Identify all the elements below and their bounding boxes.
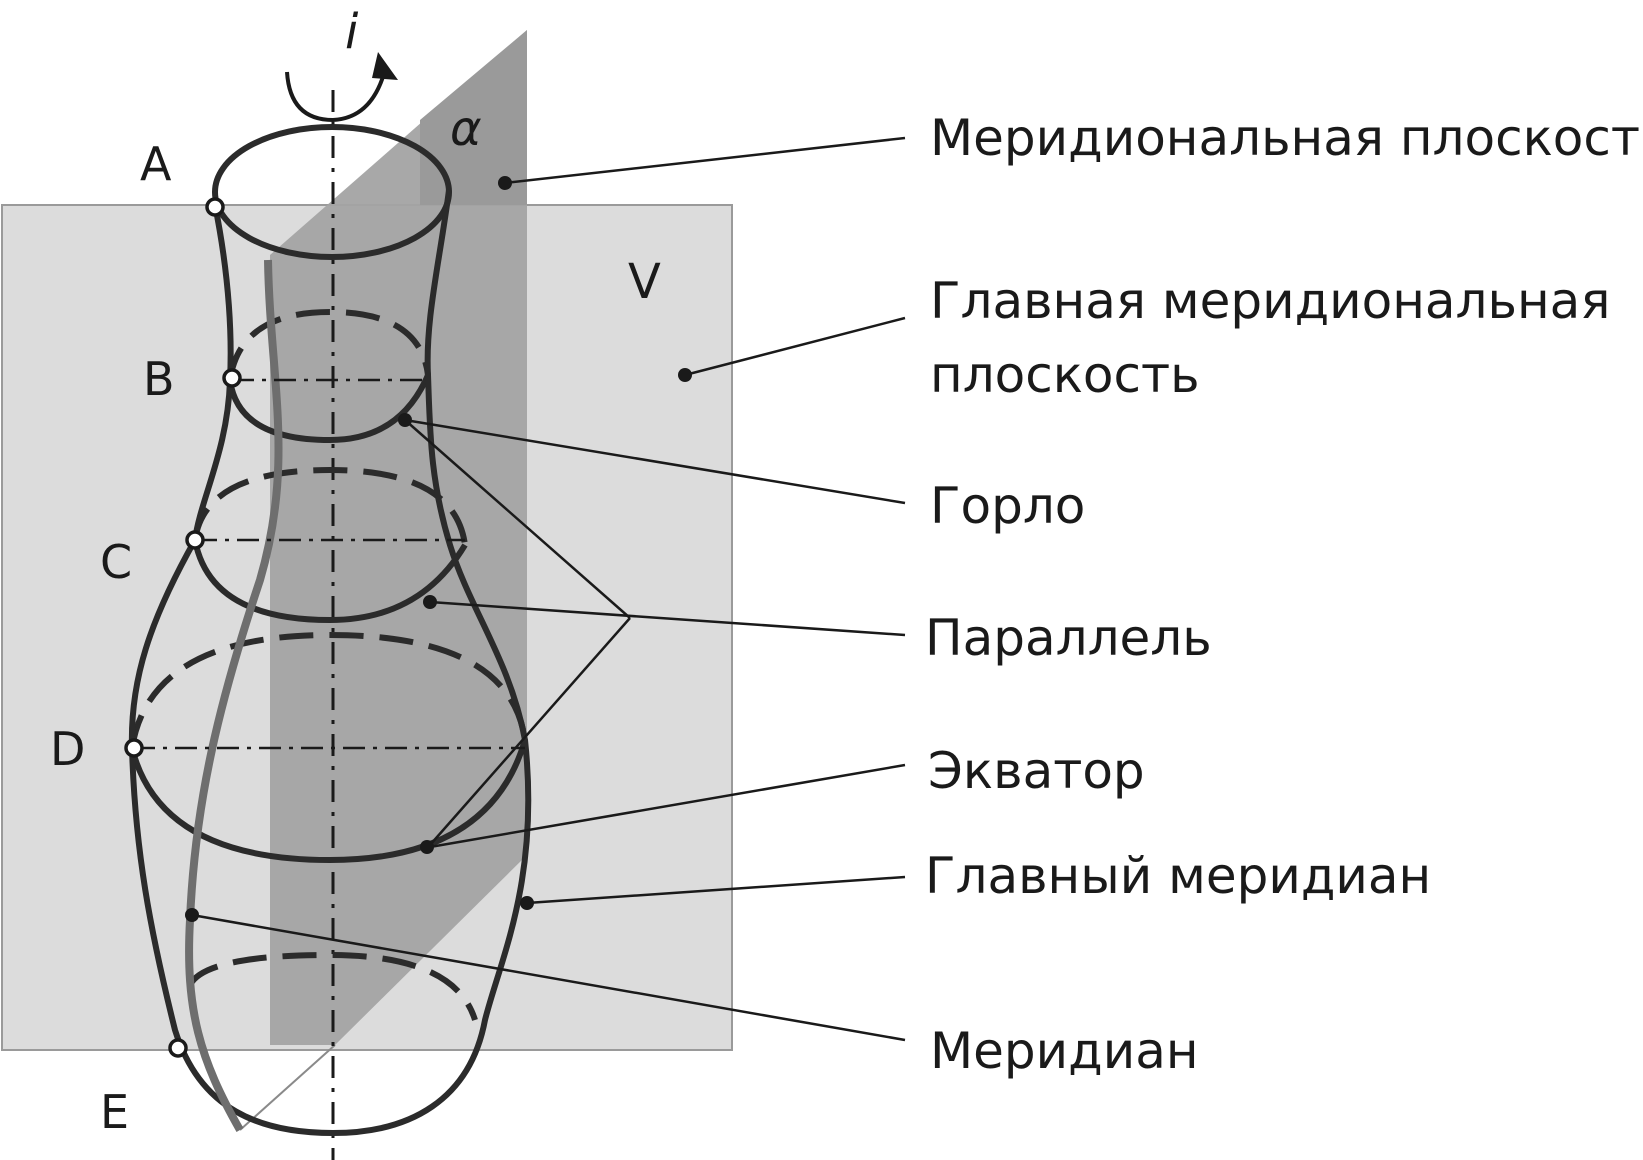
dot-alpha [498,176,512,190]
marker-c [185,530,205,550]
visible-parallels [129,373,528,864]
dot-meridian [185,908,199,922]
marker-b [222,368,242,388]
marker-a [205,197,225,217]
parallel-b-visible [227,373,431,444]
leader-parallel [429,600,906,637]
leader-equator [429,763,906,849]
callout-dots [185,176,692,922]
point-label-c: C [100,535,132,589]
callout-equator: Экватор [928,742,1145,800]
dot-main-meridian [520,896,534,910]
callout-meridional-plane: Меридиональная плоскость [930,109,1643,167]
parallel-c-visible [192,539,468,624]
leader-parallel-fork-2 [429,617,631,846]
equator-visible [129,739,528,864]
callout-main-meridian: Главный меридиан [925,847,1431,905]
hidden-parallels [129,308,528,1021]
point-markers [124,197,242,1058]
plane-alpha-top [420,30,527,205]
radius-lines [133,378,525,750]
dot-equator [420,840,434,854]
rotation-arrow-head-icon [372,52,398,80]
rotation-arrow [285,69,387,123]
callout-throat: Горло [930,477,1085,535]
axis-label: i [345,4,359,60]
plane-v-label: V [628,254,661,310]
parallel-b-hidden [227,308,431,381]
leader-main-meridional-plane [684,316,906,377]
callout-main-meridional-plane-2: плоскость [930,346,1200,404]
dot-parallel [423,595,437,609]
bottom-parallel-hidden [187,951,478,1021]
point-label-a: A [140,137,172,191]
leader-main-meridian [526,875,906,905]
dot-v [678,368,692,382]
point-label-d: D [50,722,85,776]
leader-lines [191,136,906,1042]
plane-alpha-label: α [450,101,482,157]
callout-meridian: Меридиан [930,1022,1199,1080]
callout-parallel: Параллель [925,609,1212,667]
leader-parallel-fork-1 [404,419,631,619]
marker-e [168,1038,188,1058]
point-label-b: B [143,352,175,406]
marker-d [124,738,144,758]
meridian-curve [185,259,283,1132]
equator-hidden [129,631,528,749]
plane-alpha-edge [239,1044,336,1131]
leader-throat [404,418,906,505]
parallel-c-hidden [192,466,468,546]
callout-main-meridional-plane-1: Главная меридиональная [930,272,1610,330]
leader-meridian [191,913,906,1042]
point-label-e: E [100,1085,129,1139]
vase-outline [128,189,532,1137]
dot-throat [398,413,412,427]
leader-meridional-plane [504,136,906,185]
